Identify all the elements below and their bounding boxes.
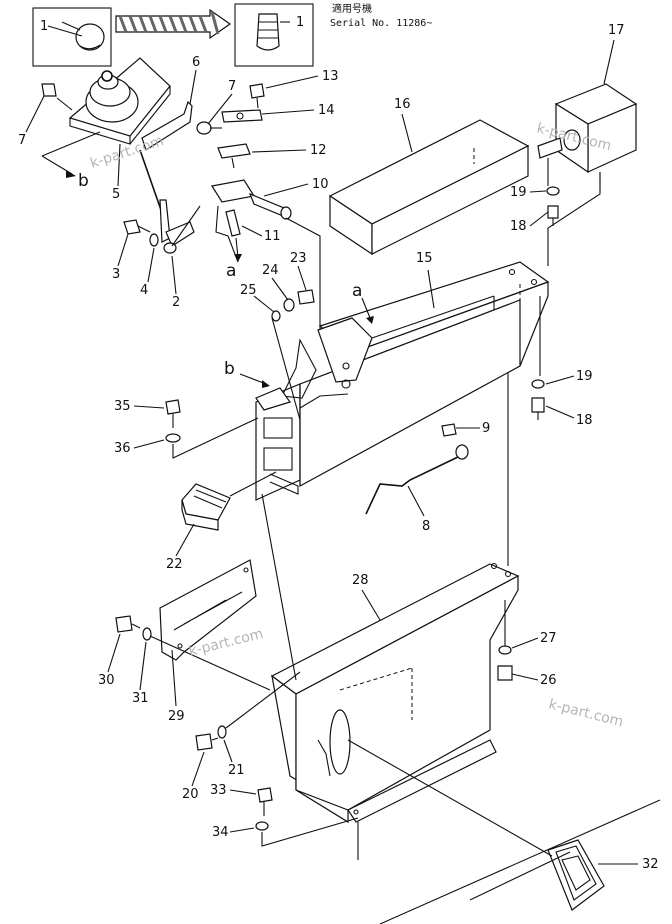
label-8: 8 [422,519,430,534]
view-letters: b a a b [78,171,362,379]
bolt-30-washer-31 [115,615,271,691]
label-18-upper: 18 [510,219,527,234]
watermark-4: k-part.com [547,696,625,730]
change-arrow [115,8,232,40]
label-11: 11 [264,229,281,244]
bolt-33-washer-34 [255,787,359,847]
label-23: 23 [290,251,307,266]
serial-info: 適用号機 Serial No. 11286~ [330,2,432,29]
bolt-23-24-25 [271,289,315,421]
label-1-inset-new: 1 [296,15,304,30]
label-14: 14 [318,103,335,118]
latch-mechanism [255,317,373,411]
bracket-6 [141,100,193,151]
letter-a-top: a [226,261,236,281]
label-18-lower: 18 [576,413,593,428]
label-33: 33 [210,783,227,798]
label-20: 20 [182,787,199,802]
label-31: 31 [132,691,149,706]
label-1-inset-old: 1 [40,19,48,34]
label-16: 16 [394,97,411,112]
lower-box-28 [270,562,520,860]
bolt-13 [249,83,265,109]
label-6: 6 [192,55,200,70]
label-32: 32 [642,857,659,872]
label-34: 34 [212,825,229,840]
label-19-upper: 19 [510,185,527,200]
label-17: 17 [608,23,625,38]
lever-rod-2 [139,149,195,254]
label-36: 36 [114,441,131,456]
plate-29 [159,559,257,661]
label-10: 10 [312,177,329,192]
label-21: 21 [228,763,245,778]
cover-16 [328,119,530,256]
watermark-1: k-part.com [88,133,165,172]
label-9: 9 [482,421,490,436]
view-arrow-b-console [239,373,270,388]
label-35: 35 [114,399,131,414]
label-26: 26 [540,673,557,688]
lever-base-assembly [41,57,171,145]
small-bolt-7 [196,121,222,135]
view-arrow-a-console [361,297,374,324]
washer-19-bolt-18-upper [546,158,560,226]
floor [379,799,661,924]
label-27: 27 [540,631,557,646]
label-13: 13 [322,69,339,84]
label-5: 5 [112,187,120,202]
view-arrow-b-top [41,131,101,178]
knob-inset-new [234,3,314,67]
label-15: 15 [416,251,433,266]
switch-22 [181,483,231,531]
plate-14 [221,109,263,123]
label-7-mid: 7 [228,79,236,94]
serial-heading: 適用号機 [332,2,372,15]
console-lower-box [255,299,521,501]
label-2: 2 [172,295,180,310]
label-25: 25 [240,283,257,298]
label-3: 3 [112,267,120,282]
label-4: 4 [140,283,148,298]
washer-27-bolt-26 [497,600,513,681]
serial-number: Serial No. 11286~ [330,18,432,29]
part-labels: 1 1 2 3 4 5 6 7 7 8 9 10 11 12 13 14 15 … [18,15,659,872]
label-29: 29 [168,709,185,724]
switch-box-17 [537,83,638,190]
view-arrow-a-top [234,237,242,262]
label-19-lower: 19 [576,369,593,384]
bolt-20-washer-21 [195,671,301,751]
label-12: 12 [310,143,327,158]
lever-10 [211,179,292,220]
washer-19-bolt-18-lower [531,379,545,420]
pin-9 [441,423,457,437]
bolt-3-washer-4 [123,219,159,247]
label-30: 30 [98,673,115,688]
label-22: 22 [166,557,183,572]
pedal-32 [347,739,605,911]
letter-b-top: b [78,171,89,191]
bracket-12 [217,143,251,169]
label-24: 24 [262,263,279,278]
letter-b-console: b [224,359,235,379]
label-7-left: 7 [18,133,26,148]
label-28: 28 [352,573,369,588]
letter-a-console: a [352,281,362,301]
pin-11 [225,209,241,237]
bolt-35-washer-36 [165,399,259,459]
rod-8 [365,444,469,515]
knob-inset-old [32,7,112,67]
